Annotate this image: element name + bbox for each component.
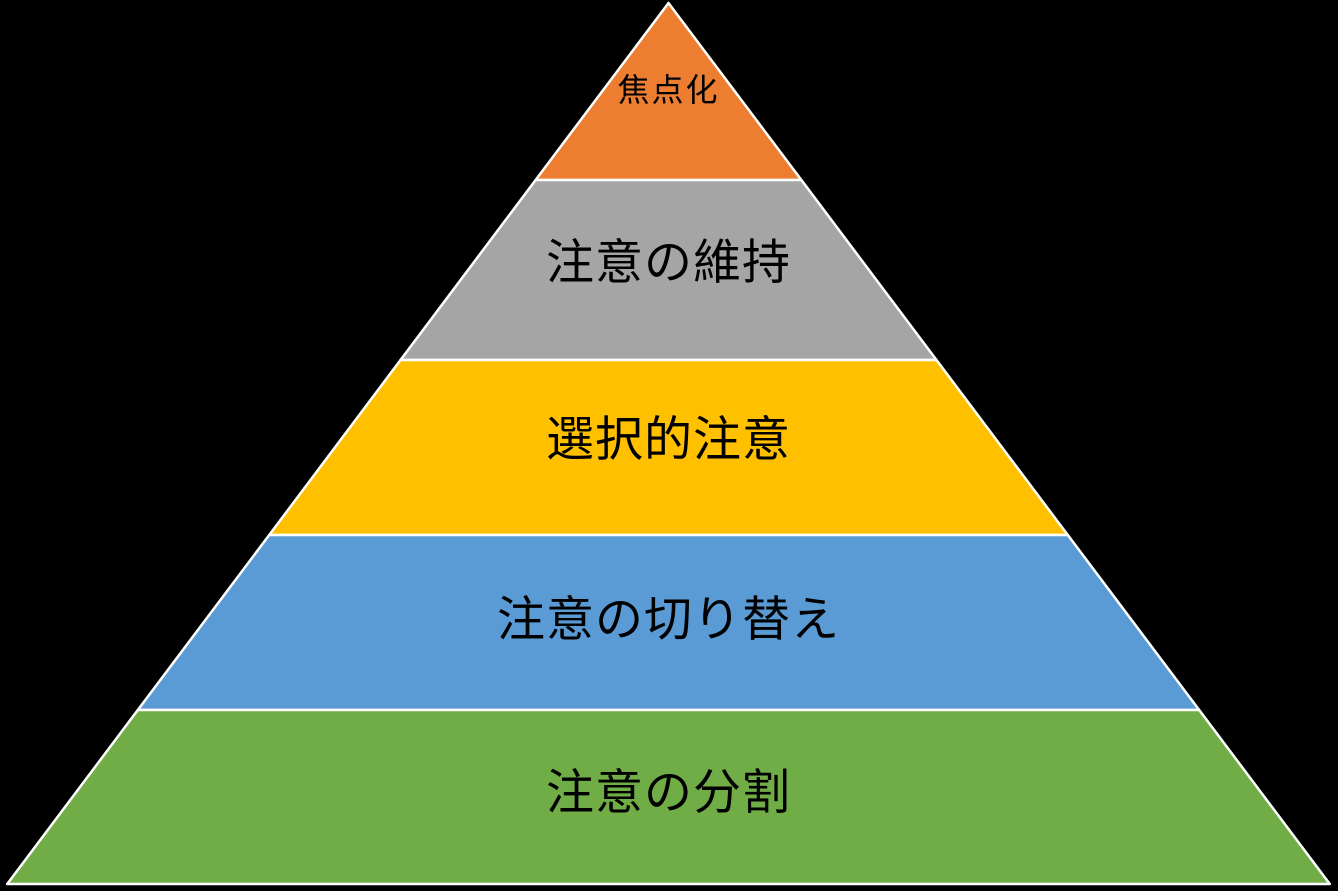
pyramid-level-3-label: 選択的注意 [546,414,791,467]
pyramid-level-5-shape [5,708,1332,886]
pyramid-level-4-label: 注意の切り替え [497,594,840,647]
pyramid-level-5-label: 注意の分割 [546,767,791,820]
pyramid-level-2-label: 注意の維持 [546,237,791,290]
pyramid-level-1-label: 焦点化 [617,72,719,108]
